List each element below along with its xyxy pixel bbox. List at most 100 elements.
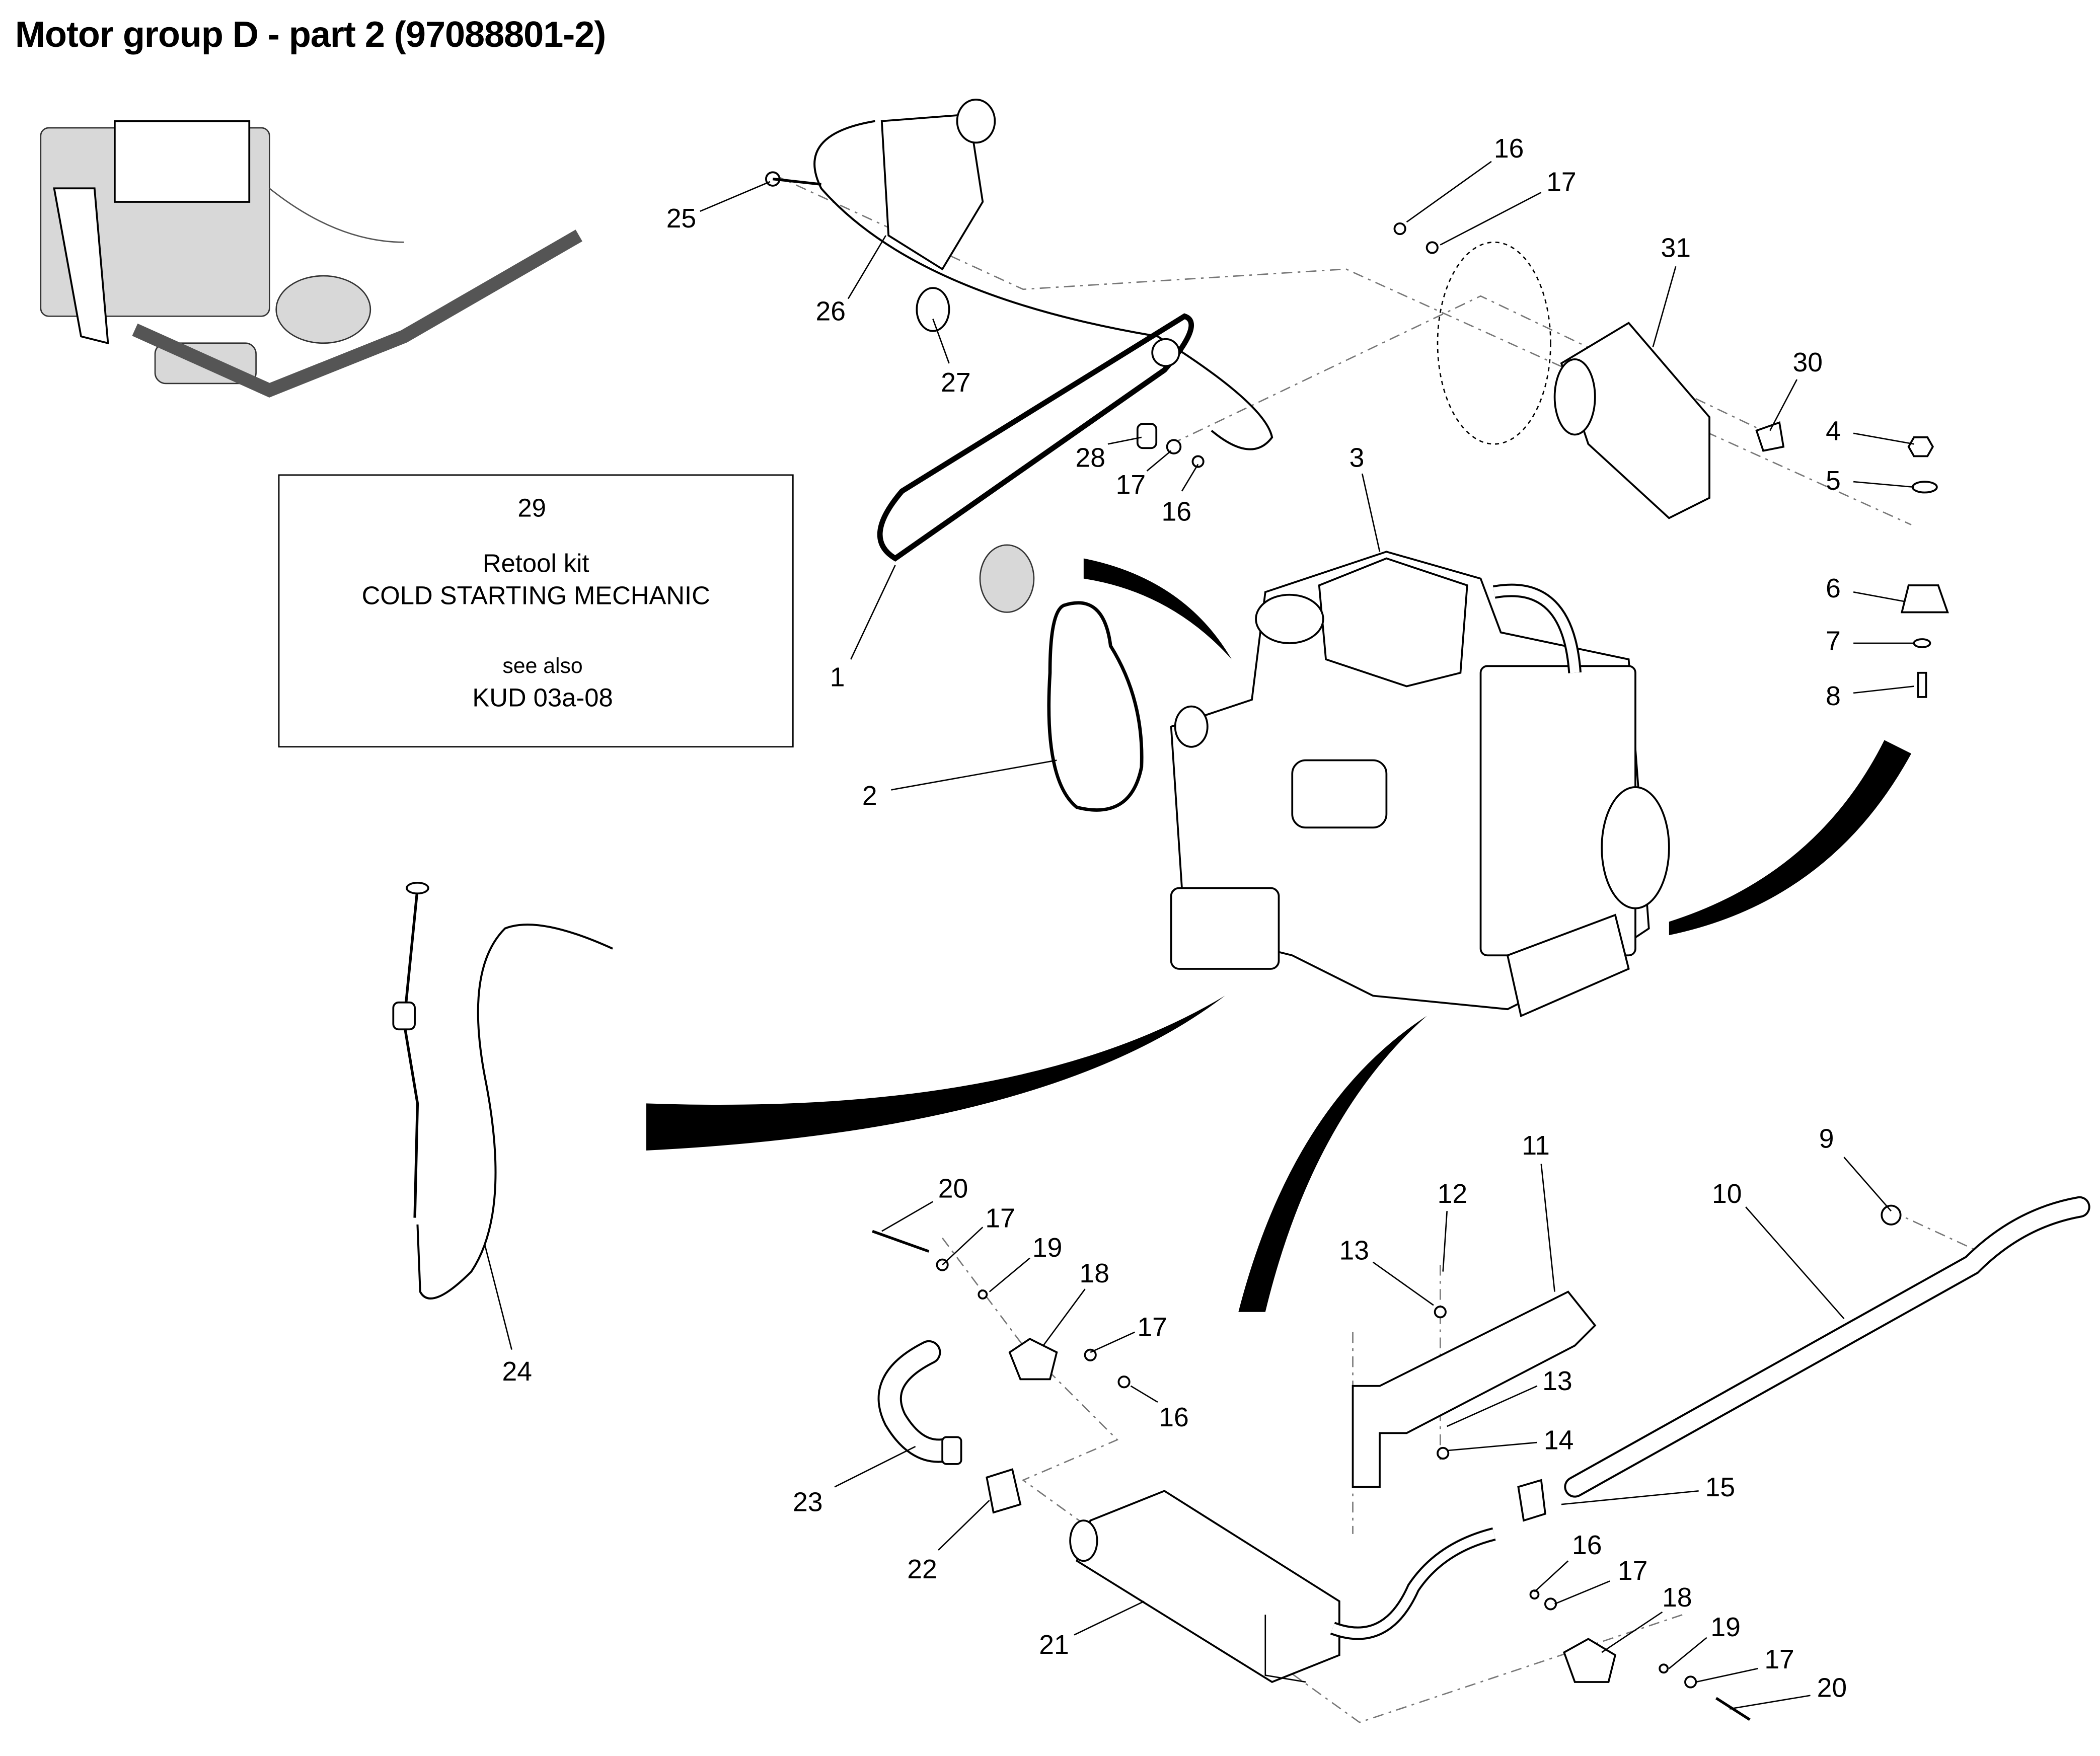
callout-13: 13: [1339, 1236, 1369, 1265]
page-title: Motor group D - part 2 (97088801-2): [15, 15, 606, 55]
callout-16: 16: [1159, 1403, 1188, 1432]
kit-number: 29: [517, 494, 546, 522]
leader-line: [1361, 473, 1381, 552]
callout-5: 5: [1826, 466, 1841, 496]
leader-line: [989, 1257, 1030, 1292]
leader-line: [1769, 379, 1798, 431]
leader-line: [1853, 591, 1905, 602]
cable-part-24: [416, 924, 613, 1300]
callout-13: 13: [1542, 1366, 1572, 1396]
leader-line: [1745, 1206, 1845, 1319]
leader-line: [1853, 685, 1914, 694]
callout-11: 11: [1522, 1131, 1550, 1161]
leader-line: [1843, 1157, 1892, 1212]
parts: [392, 98, 2090, 1721]
callout-6: 6: [1826, 574, 1841, 603]
callout-17: 17: [1764, 1645, 1794, 1674]
callout-18: 18: [1079, 1259, 1109, 1288]
retool-kit-box: 29 Retool kit COLD STARTING MECHANIC see…: [278, 474, 794, 748]
callout-8: 8: [1826, 681, 1841, 711]
heat-shield-part-11: [1352, 1290, 1597, 1488]
pulley: [979, 544, 1035, 613]
callout-21: 21: [1039, 1630, 1069, 1660]
callout-22: 22: [907, 1555, 937, 1584]
kit-reference: KUD 03a-08: [472, 683, 613, 712]
callout-26: 26: [815, 296, 845, 326]
leader-line: [1447, 1385, 1538, 1427]
leader-line: [1554, 1580, 1610, 1605]
callout-7: 7: [1826, 626, 1841, 656]
callout-20: 20: [938, 1174, 968, 1203]
leader-line: [700, 181, 771, 212]
leader-line: [1146, 450, 1172, 472]
leader-line: [1074, 1600, 1145, 1636]
pulley-wheel: [956, 98, 996, 144]
overview-thumbnail: [40, 120, 582, 398]
leader-line: [1729, 1695, 1811, 1710]
leader-line: [881, 1201, 934, 1232]
leader-line: [834, 1445, 916, 1488]
callout-28: 28: [1075, 443, 1105, 473]
leader-line: [1652, 266, 1677, 348]
callout-30: 30: [1792, 348, 1822, 377]
callout-19: 19: [1710, 1613, 1740, 1642]
callout-12: 12: [1438, 1179, 1467, 1209]
callout-17: 17: [1546, 168, 1576, 197]
leader-line: [1853, 432, 1914, 445]
belt-part-2: [1047, 601, 1144, 812]
kit-subtitle: COLD STARTING MECHANIC: [362, 581, 710, 609]
leader-line: [1534, 1560, 1569, 1592]
leader-line: [1442, 1211, 1448, 1272]
leader-line: [938, 1500, 990, 1551]
leader-line: [891, 759, 1057, 791]
flywheel-ring: [1437, 241, 1551, 445]
engine-part-3: [1170, 551, 1670, 1018]
callout-17: 17: [1116, 470, 1146, 500]
leader-line: [1181, 464, 1199, 492]
belt-part-1: [877, 313, 1194, 562]
callout-labels: 1234567891011121313141516171617282526273…: [484, 134, 1914, 1710]
callout-19: 19: [1032, 1233, 1062, 1263]
callout-24: 24: [502, 1357, 532, 1387]
callout-17: 17: [985, 1203, 1015, 1233]
leader-line: [1130, 1385, 1158, 1403]
leader-line: [1540, 1164, 1555, 1292]
direction-arcs: [646, 558, 1912, 1312]
callout-10: 10: [1712, 1179, 1742, 1209]
leader-line: [942, 1227, 984, 1266]
callout-3: 3: [1349, 443, 1365, 473]
leader-line: [1853, 481, 1914, 488]
callout-14: 14: [1544, 1425, 1573, 1455]
callout-16: 16: [1494, 134, 1524, 164]
callout-9: 9: [1819, 1124, 1834, 1154]
callout-17: 17: [1137, 1313, 1167, 1342]
leader-line: [850, 565, 896, 660]
leader-line: [932, 319, 950, 364]
callout-25: 25: [666, 204, 696, 234]
leader-line: [1440, 192, 1542, 246]
leader-line: [1561, 1490, 1699, 1505]
callout-15: 15: [1705, 1473, 1735, 1502]
leader-line: [1447, 1441, 1537, 1452]
leader-line: [1696, 1667, 1758, 1683]
callout-2: 2: [862, 781, 877, 811]
leader-line: [847, 235, 886, 299]
callout-18: 18: [1662, 1583, 1692, 1613]
leader-line: [1372, 1261, 1434, 1306]
leader-line: [484, 1244, 512, 1350]
leader-line: [1042, 1288, 1086, 1346]
callout-16: 16: [1162, 497, 1191, 527]
leader-line: [1090, 1331, 1135, 1353]
leader-line: [1107, 436, 1142, 445]
leader-line: [1601, 1611, 1663, 1653]
alternator-part-31: [1560, 322, 1710, 519]
bracket-part-26: [880, 113, 984, 271]
callout-16: 16: [1572, 1531, 1602, 1560]
leader-line: [1668, 1637, 1707, 1669]
callout-23: 23: [793, 1487, 822, 1517]
kit-title: Retool kit: [483, 549, 589, 577]
muffler-part-21: [1069, 1490, 1496, 1684]
callout-20: 20: [1817, 1673, 1847, 1703]
callout-4: 4: [1826, 416, 1841, 446]
